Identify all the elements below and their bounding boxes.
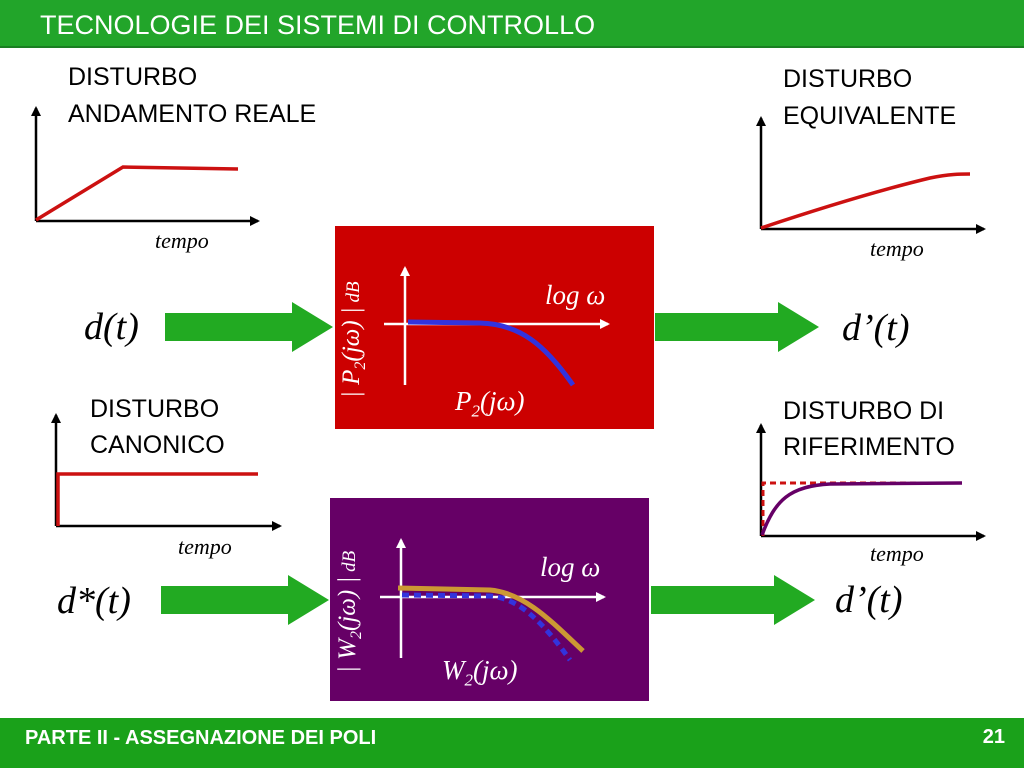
w2-name: W2(jω) — [442, 655, 518, 690]
plot-canonico-curve — [56, 472, 258, 526]
w2-magnitude-curve — [397, 585, 585, 653]
p2-plot — [384, 266, 610, 387]
p2-magnitude-curve — [407, 319, 576, 387]
signal-d-in: d(t) — [84, 306, 139, 348]
axis-label-tempo-canonico: tempo — [178, 534, 232, 559]
arrow-d-star — [161, 575, 329, 625]
label-riferimento-line2: RIFERIMENTO — [783, 433, 955, 461]
label-canonico-line1: DISTURBO — [90, 395, 220, 423]
arrow-d-out-bottom — [651, 575, 815, 625]
w2-x-label: log ω — [540, 552, 601, 582]
w2-y-label: | W2(jω) | dB — [334, 550, 365, 673]
p2-name: P2(jω) — [455, 386, 525, 421]
plot-reale — [31, 106, 260, 226]
plot-riferimento — [756, 423, 986, 541]
signal-d-out-top: d’(t) — [842, 307, 910, 349]
axis-label-tempo-riferimento: tempo — [870, 541, 924, 566]
label-reale-line1: DISTURBO — [68, 63, 198, 91]
page-number: 21 — [982, 726, 1005, 748]
axis-label-tempo-reale: tempo — [155, 228, 209, 253]
p2-y-label: | P2(jω) | dB — [338, 281, 369, 398]
plot-equivalente-curve — [760, 172, 971, 230]
signal-d-star: d*(t) — [57, 580, 131, 622]
w2-plot — [380, 538, 606, 662]
p2-x-label: log ω — [545, 280, 606, 310]
plot-riferimento-curve — [760, 481, 963, 536]
arrow-d-in — [165, 302, 333, 352]
axis-label-tempo-equivalente: tempo — [870, 236, 924, 261]
label-riferimento-line1: DISTURBO DI — [783, 397, 945, 425]
w2-dashed-curve — [401, 592, 573, 662]
label-reale-line2: ANDAMENTO REALE — [68, 100, 317, 128]
plot-reale-curve — [35, 165, 239, 222]
plot-canonico — [51, 413, 282, 531]
arrow-d-out-top — [655, 302, 819, 352]
signal-d-out-bottom: d’(t) — [835, 579, 903, 621]
label-equivalente-line1: DISTURBO — [783, 65, 913, 93]
header-bar — [0, 0, 1024, 48]
footer-bar — [0, 715, 1024, 768]
plot-equivalente — [756, 116, 986, 234]
w2-block — [330, 498, 649, 701]
label-equivalente-line2: EQUIVALENTE — [783, 102, 957, 130]
label-canonico-line2: CANONICO — [90, 431, 225, 459]
slide-title: TECNOLOGIE DEI SISTEMI DI CONTROLLO — [40, 10, 596, 40]
footer-text: PARTE II - ASSEGNAZIONE DEI POLI — [25, 727, 377, 749]
